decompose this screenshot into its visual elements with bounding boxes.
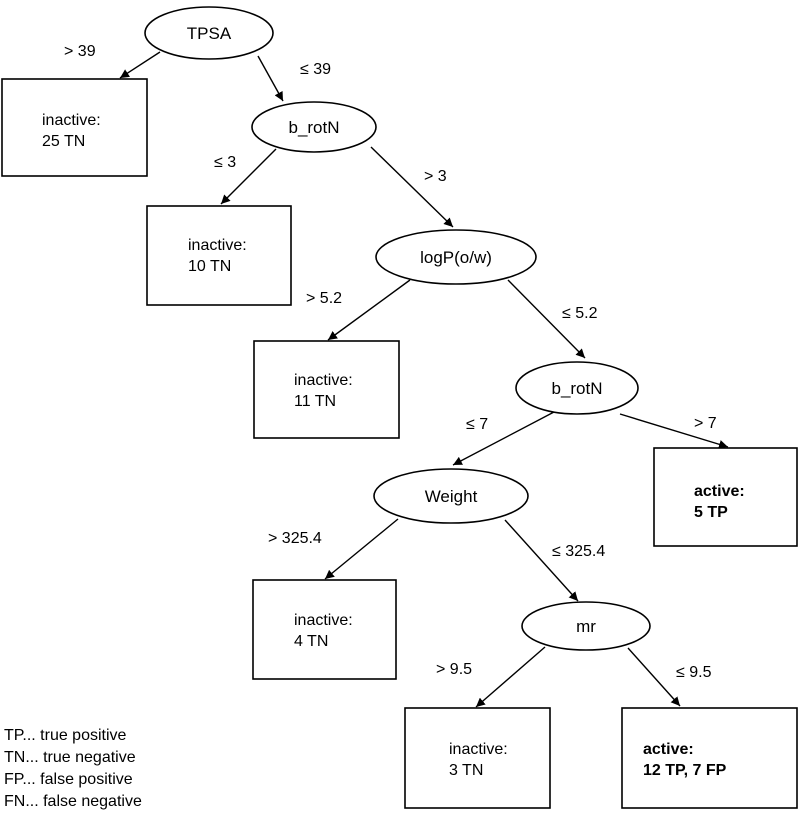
edge-brotn2-to-leaf4 (619, 413, 729, 449)
leaf-6-line2: 3 TN (449, 762, 483, 779)
leaf-inactive-10tn: inactive: 10 TN (146, 205, 292, 306)
node-logp: logP(o/w) (375, 229, 537, 285)
node-tpsa: TPSA (144, 6, 274, 60)
node-mr: mr (521, 601, 651, 651)
edge-label-mr-le: ≤ 9.5 (676, 664, 712, 681)
legend-item-fn: FN... false negative (4, 793, 142, 810)
leaf-2-line2: 10 TN (188, 258, 231, 275)
edge-label-logp-gt: > 5.2 (306, 290, 342, 307)
leaf-7-line1: active: (643, 741, 694, 758)
leaf-1-line2: 25 TN (42, 133, 85, 150)
edge-brotn1-to-logp (370, 146, 454, 228)
edge-logp-to-brotn2 (507, 279, 586, 359)
edge-label-weight-gt: > 325.4 (268, 530, 322, 547)
edge-label-tpsa-gt: > 39 (64, 43, 96, 60)
edge-tpsa-to-leaf1 (119, 51, 161, 79)
edge-weight-to-mr (504, 519, 579, 602)
edge-label-brotn1-gt: > 3 (424, 168, 447, 185)
edge-mr-to-leaf6 (475, 646, 546, 708)
edge-label-tpsa-le: ≤ 39 (300, 61, 331, 78)
leaf-6-line1: inactive: (449, 741, 508, 758)
edge-label-mr-gt: > 9.5 (436, 661, 472, 678)
node-weight: Weight (373, 468, 529, 524)
leaf-4-line2: 5 TP (694, 504, 728, 521)
leaf-active-5tp: active: 5 TP (653, 447, 798, 547)
edge-brotn2-to-weight (452, 411, 555, 466)
edge-logp-to-leaf3 (327, 279, 411, 341)
leaf-3-line1: inactive: (294, 372, 353, 389)
legend-item-tp: TP... true positive (4, 727, 127, 744)
leaf-2-line1: inactive: (188, 237, 247, 254)
edge-label-brotn2-le: ≤ 7 (466, 416, 488, 433)
edge-label-brotn1-le: ≤ 3 (214, 154, 236, 171)
leaf-3-line2: 11 TN (294, 393, 336, 410)
leaf-1-line1: inactive: (42, 112, 101, 129)
node-logp-label: logP(o/w) (420, 248, 492, 267)
node-brotn-2: b_rotN (515, 361, 639, 415)
leaf-active-12tp-7fp: active: 12 TP, 7 FP (621, 707, 798, 809)
leaf-inactive-25tn: inactive: 25 TN (1, 78, 148, 177)
leaf-inactive-11tn: inactive: 11 TN (253, 340, 400, 439)
leaf-inactive-3tn: inactive: 3 TN (404, 707, 551, 809)
node-brotn-1: b_rotN (251, 101, 377, 153)
edge-brotn1-to-leaf2 (220, 148, 277, 205)
leaf-5-line1: inactive: (294, 612, 353, 629)
edge-weight-to-leaf5 (324, 518, 399, 580)
leaf-5-line2: 4 TN (294, 633, 328, 650)
legend-item-fp: FP... false positive (4, 771, 133, 788)
edge-label-logp-le: ≤ 5.2 (562, 305, 598, 322)
legend-item-tn: TN... true negative (4, 749, 136, 766)
edge-tpsa-to-brotn1 (257, 55, 284, 102)
node-mr-label: mr (576, 617, 596, 636)
node-brotn-1-label: b_rotN (288, 118, 339, 137)
edge-label-weight-le: ≤ 325.4 (552, 543, 605, 560)
edge-label-brotn2-gt: > 7 (694, 415, 717, 432)
leaf-7-line2: 12 TP, 7 FP (643, 762, 727, 779)
legend: TP... true positive TN... true negative … (4, 727, 142, 810)
node-tpsa-label: TPSA (187, 24, 232, 43)
leaf-inactive-4tn: inactive: 4 TN (252, 579, 397, 680)
leaf-4-line1: active: (694, 483, 745, 500)
edge-mr-to-leaf7 (627, 647, 681, 707)
node-weight-label: Weight (425, 487, 478, 506)
node-brotn-2-label: b_rotN (551, 379, 602, 398)
